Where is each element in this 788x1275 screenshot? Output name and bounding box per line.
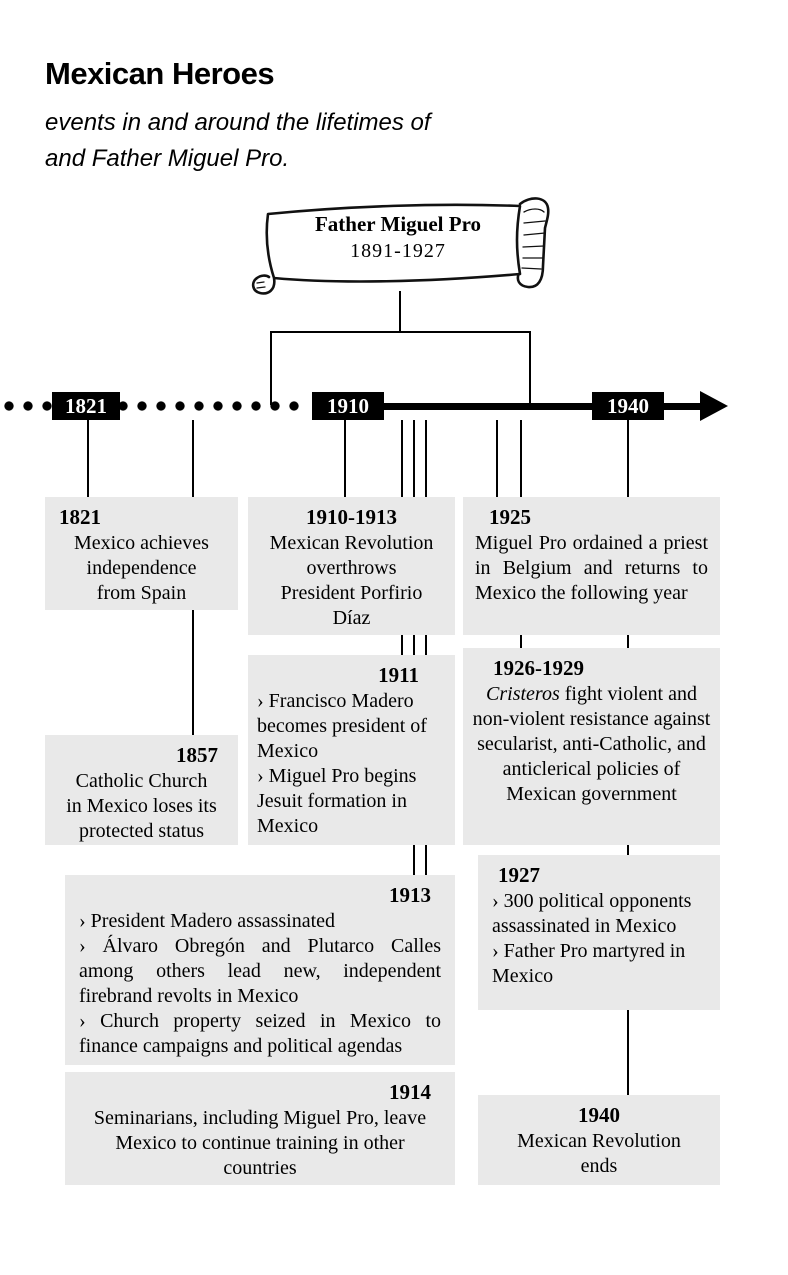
event-text-line: Mexican Revolution — [517, 1130, 681, 1152]
event-box-1911: 1911 › Francisco Madero becomes presiden… — [248, 655, 455, 845]
bullet-item: › Álvaro Obregón and Plutarco Calles amo… — [79, 935, 441, 1007]
event-box-1913: 1913 › President Madero assassinated › Á… — [65, 875, 455, 1065]
event-year: 1927 — [498, 863, 540, 887]
bullet-item: › Miguel Pro begins Jesuit formation in … — [257, 765, 417, 837]
event-year: 1926-1929 — [493, 656, 584, 680]
timeline-marker-1910: 1910 — [312, 392, 384, 420]
event-body: › Francisco Madero becomes president of … — [248, 689, 455, 839]
connector-1910 — [344, 420, 346, 498]
timeline-marker-1940: 1940 — [592, 392, 664, 420]
event-body: Mexican Revolution overthrows President … — [248, 531, 455, 631]
page-subtitle: events in and around the lifetimes of an… — [45, 105, 431, 177]
scroll-banner: Father Miguel Pro 1891-1927 — [248, 194, 560, 298]
event-text-line: in Mexico loses its — [66, 795, 217, 817]
event-year: 1857 — [176, 743, 218, 767]
event-text-line: ends — [580, 1155, 618, 1177]
event-body: › President Madero assassinated › Álvaro… — [65, 909, 455, 1059]
event-box-1926-1929: 1926-1929 Cristeros fight violent and no… — [463, 648, 720, 845]
event-box-1927: 1927 › 300 political opponents assassina… — [478, 855, 720, 1010]
event-text-line: independence — [86, 557, 197, 579]
page-title: Mexican Heroes — [45, 56, 275, 91]
scroll-ribbon-icon — [251, 197, 550, 295]
bullet-item: › Church property seized in Mexico to fi… — [79, 1010, 441, 1057]
event-text-line: Díaz — [332, 607, 371, 629]
bullet-item: › 300 political opponents assassinated i… — [492, 890, 692, 937]
timeline-marker-1821: 1821 — [52, 392, 120, 420]
subtitle-line-2: and Father Miguel Pro. — [45, 145, 290, 172]
event-text: fight violent and non-violent resistance… — [472, 683, 711, 805]
lifespan-branch-line — [270, 331, 531, 333]
event-text-line: from Spain — [96, 582, 187, 604]
event-box-1857: 1857 Catholic Church in Mexico loses its… — [45, 735, 238, 845]
event-box-1940: 1940 Mexican Revolution ends — [478, 1095, 720, 1185]
bullet-item: › Francisco Madero becomes president of … — [257, 690, 427, 762]
bullet-item: › President Madero assassinated — [79, 910, 336, 932]
connector-1925 — [496, 420, 498, 498]
banner-title: Father Miguel Pro — [314, 212, 482, 236]
subtitle-line-1: events in and around the lifetimes of — [45, 109, 431, 136]
event-year: 1914 — [389, 1080, 431, 1104]
connector-1913-a — [413, 420, 415, 876]
event-text-line: Mexican Revolution — [269, 532, 434, 554]
event-year: 1910-1913 — [306, 505, 397, 529]
event-body: Seminarians, including Miguel Pro, leave… — [93, 1107, 427, 1179]
event-body: › 300 political opponents assassinated i… — [478, 889, 720, 989]
event-year: 1940 — [578, 1103, 620, 1127]
timeline-arrowhead-icon — [700, 391, 728, 421]
event-box-1910-1913: 1910-1913 Mexican Revolution overthrows … — [248, 497, 455, 635]
banner-text: Father Miguel Pro 1891-1927 — [258, 212, 538, 263]
connector-1913-b — [425, 420, 427, 876]
event-box-1914: 1914 Seminarians, including Miguel Pro, … — [65, 1072, 455, 1185]
connector-1821 — [87, 420, 89, 498]
event-text-line: overthrows — [306, 557, 397, 579]
event-body: Mexico achieves independence from Spain — [45, 531, 238, 606]
banner-stem-line — [399, 291, 401, 332]
bullet-item: › Father Pro martyred in Mexico — [492, 940, 686, 987]
event-text-line: protected status — [79, 820, 204, 842]
event-text-line: President Porfirio — [280, 582, 423, 604]
event-box-1925: 1925 Miguel Pro ordained a priest in Bel… — [463, 497, 720, 635]
lifespan-start-line — [270, 331, 272, 405]
lifespan-end-line — [529, 331, 531, 405]
event-year: 1821 — [59, 505, 101, 529]
event-body: Miguel Pro ordained a priest in Belgium … — [475, 532, 708, 604]
timeline-dotted-segment — [4, 401, 308, 411]
event-italic-word: Cristeros — [486, 683, 560, 705]
banner-years: 1891-1927 — [350, 240, 446, 262]
event-year: 1911 — [378, 663, 419, 687]
event-body: Cristeros fight violent and non-violent … — [463, 682, 720, 807]
event-text-line: Mexico achieves — [74, 532, 209, 554]
event-box-1821: 1821 Mexico achieves independence from S… — [45, 497, 238, 610]
event-text-line: Catholic Church — [75, 770, 208, 792]
timeline-solid-segment — [383, 403, 705, 410]
event-year: 1913 — [389, 883, 431, 907]
event-body: Mexican Revolution ends — [478, 1129, 720, 1179]
event-body: Catholic Church in Mexico loses its prot… — [45, 769, 238, 844]
event-year: 1925 — [489, 505, 531, 529]
